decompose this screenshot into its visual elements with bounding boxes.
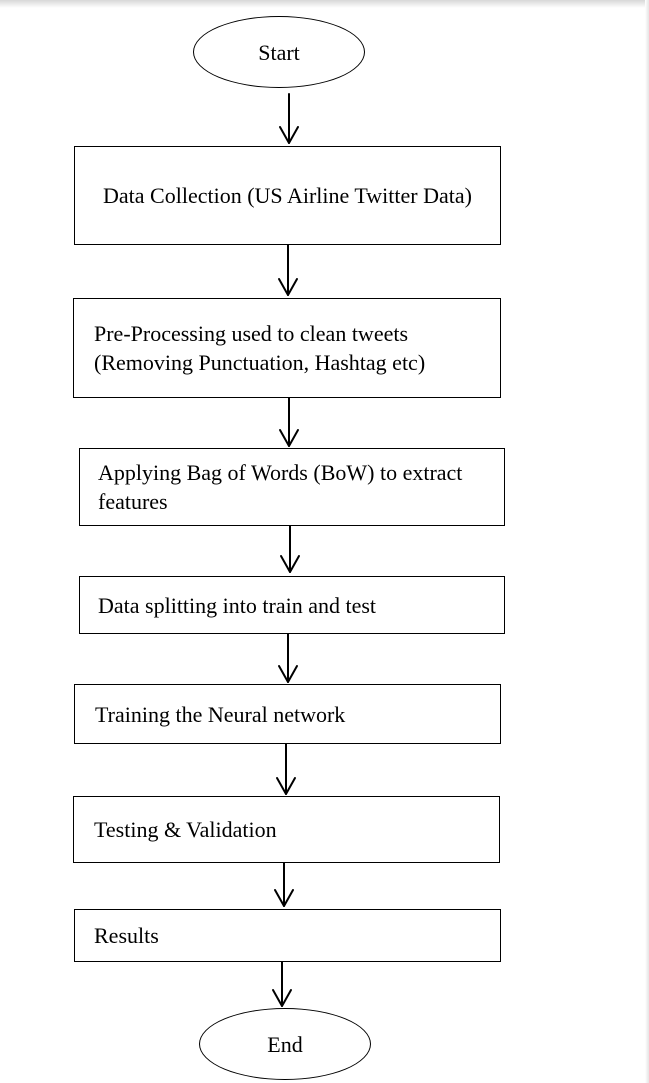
step-testing-validation: Testing & Validation	[73, 796, 500, 863]
arrow-step2-to-step3	[279, 397, 299, 447]
arrow-start-to-step1	[279, 93, 299, 144]
arrow-step3-to-step4	[280, 525, 300, 573]
arrow-step1-to-step2	[278, 244, 298, 296]
step-data-splitting: Data splitting into train and test	[79, 576, 505, 634]
arrow-step6-to-step7	[274, 862, 294, 907]
step-pre-processing-label: Pre-Processing used to clean tweets (Rem…	[94, 321, 426, 375]
start-label: Start	[258, 39, 300, 65]
step-results: Results	[74, 909, 501, 962]
step-data-collection: Data Collection (US Airline Twitter Data…	[74, 146, 501, 245]
start-terminal: Start	[193, 16, 365, 88]
page-top-shadow	[0, 0, 649, 8]
step-bag-of-words: Applying Bag of Words (BoW) to extract f…	[79, 448, 505, 526]
end-terminal: End	[199, 1008, 371, 1080]
step-data-collection-label: Data Collection (US Airline Twitter Data…	[103, 183, 472, 208]
end-label: End	[267, 1031, 303, 1057]
step-training: Training the Neural network	[74, 684, 501, 744]
step-results-label: Results	[94, 923, 159, 948]
page-right-shadow	[645, 0, 649, 1083]
step-testing-validation-label: Testing & Validation	[94, 817, 277, 842]
step-bag-of-words-label: Applying Bag of Words (BoW) to extract f…	[98, 460, 463, 514]
arrow-step7-to-end	[272, 961, 292, 1007]
arrow-step5-to-step6	[276, 743, 296, 795]
step-pre-processing: Pre-Processing used to clean tweets (Rem…	[73, 298, 501, 398]
step-training-label: Training the Neural network	[95, 701, 346, 727]
step-data-splitting-label: Data splitting into train and test	[98, 592, 377, 618]
arrow-step4-to-step5	[278, 633, 298, 683]
